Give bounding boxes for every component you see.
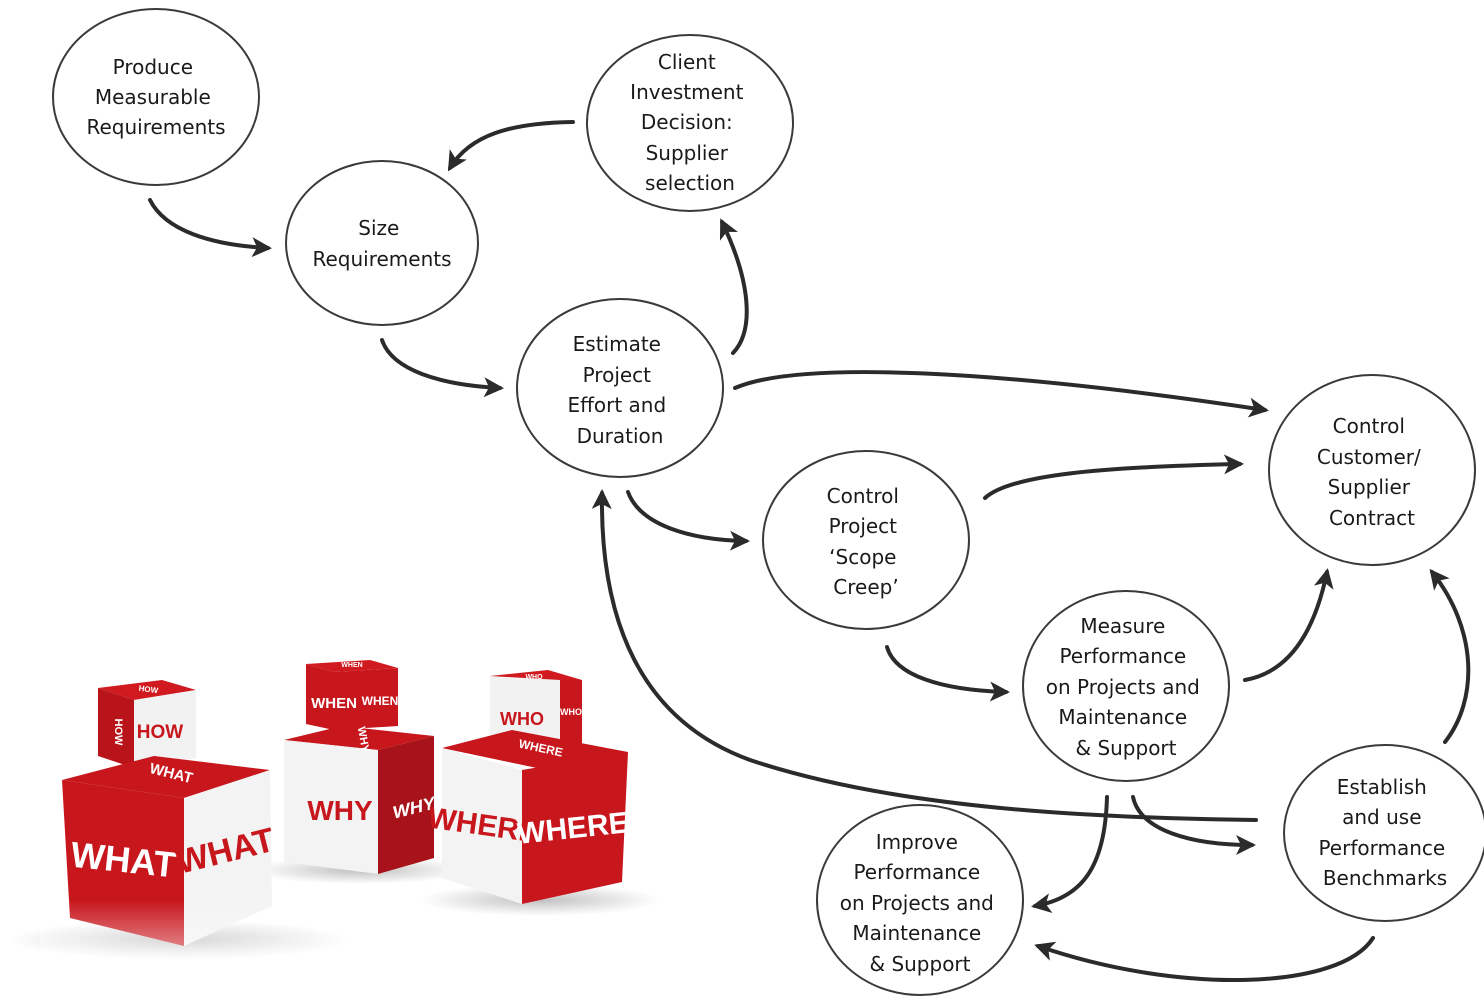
node-measure-circle: [1022, 590, 1230, 782]
node-improve-label: Improve Performance on Projects and Main…: [840, 830, 1000, 976]
arrow-benchmarks-to-estimate: [591, 489, 1258, 822]
node-client-circle: [586, 34, 794, 212]
cube-when: WHEN WHEN WHEN: [306, 660, 398, 730]
svg-text:WHO: WHO: [500, 709, 544, 729]
arrow-estimate-to-client: [719, 218, 749, 355]
svg-text:WHEN: WHEN: [362, 694, 399, 708]
svg-text:HOW: HOW: [112, 719, 124, 747]
svg-text:WHO: WHO: [525, 674, 543, 681]
arrow-produce-to-size: [148, 198, 272, 258]
node-size-label: Size Requirements: [312, 216, 451, 271]
node-client-label: Client Investment Decision: Supplier sel…: [630, 50, 750, 195]
node-labels: Produce Measurable Requirements Size Req…: [86, 50, 1451, 976]
svg-text:WHY: WHY: [355, 726, 371, 754]
node-benchmarks-circle: [1283, 744, 1484, 922]
question-cubes-image: HOW HOW HOW WHEN WHEN WHEN WHO WHO WHO: [10, 660, 660, 1005]
svg-text:HOW: HOW: [138, 684, 159, 696]
node-measure-label: Measure Performance on Projects and Main…: [1046, 614, 1206, 760]
node-scope-circle: [762, 450, 970, 630]
node-estimate-label: Estimate Project Effort and Duration: [567, 332, 672, 448]
node-produce-circle: [52, 8, 260, 186]
svg-text:WHO: WHO: [560, 707, 582, 717]
arrow-measure-to-improve: [1031, 795, 1109, 914]
svg-text:WHY: WHY: [307, 795, 373, 826]
node-size-circle: [285, 160, 479, 326]
node-produce-label: Produce Measurable Requirements: [86, 55, 225, 139]
arrow-estimate-to-scope: [626, 490, 750, 551]
arrow-scope-to-measure: [885, 645, 1010, 702]
arrow-benchmarks-to-improve: [1034, 936, 1375, 982]
node-control-contract-circle: [1268, 374, 1476, 566]
arrows: [148, 120, 1471, 982]
svg-text:HOW: HOW: [137, 722, 184, 743]
arrow-measure-to-contract: [1243, 568, 1334, 682]
svg-text:WHEN: WHEN: [341, 662, 362, 669]
cube-why: WHY WHY WHY: [284, 726, 435, 874]
cube-who: WHO WHO WHO: [490, 670, 582, 748]
node-benchmarks-label: Establish and use Performance Benchmarks: [1318, 775, 1451, 890]
arrow-client-to-size: [447, 120, 575, 172]
arrow-size-to-estimate: [380, 338, 504, 398]
arrow-estimate-to-contract: [733, 370, 1269, 418]
arrow-benchmarks-to-contract: [1429, 568, 1471, 744]
node-estimate-circle: [516, 298, 724, 478]
nodes: [52, 8, 1484, 996]
cube-how: HOW HOW HOW: [98, 680, 196, 768]
node-improve-circle: [816, 804, 1024, 996]
svg-text:WHEN: WHEN: [311, 695, 357, 712]
node-control-contract-label: Control Customer/ Supplier Contract: [1317, 414, 1427, 530]
arrow-scope-to-contract: [983, 454, 1244, 500]
cube-where: WHERE WHERE WHERE: [426, 730, 630, 904]
arrow-measure-to-benchmarks: [1131, 795, 1256, 855]
node-scope-label: Control Project ‘Scope Creep’: [827, 484, 906, 599]
